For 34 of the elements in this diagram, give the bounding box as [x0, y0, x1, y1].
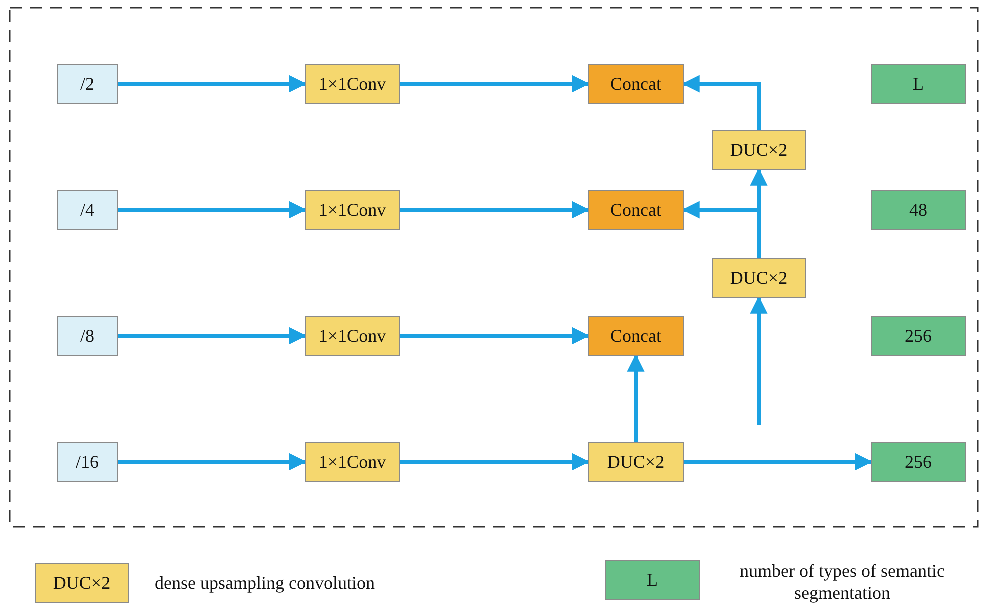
- legend-text: number of types of semantic segmentation: [739, 560, 946, 604]
- arrow: [627, 354, 645, 442]
- arrow: [682, 75, 761, 130]
- arrow: [400, 75, 590, 93]
- concat-box: Concat: [588, 64, 684, 104]
- output-box: L: [871, 64, 966, 104]
- arrow: [118, 75, 307, 93]
- legend-text: dense upsampling convolution: [155, 572, 376, 594]
- arrow: [118, 201, 307, 219]
- process-box: 1×1Conv: [305, 442, 400, 482]
- scale-box: /2: [57, 64, 118, 104]
- concat-box: Concat: [588, 190, 684, 230]
- process-box: 1×1Conv: [305, 64, 400, 104]
- scale-box: /16: [57, 442, 118, 482]
- arrow: [118, 453, 307, 471]
- output-box: 48: [871, 190, 966, 230]
- process-box: DUC×2: [712, 258, 806, 298]
- process-box: DUC×2: [712, 130, 806, 170]
- process-box: 1×1Conv: [305, 190, 400, 230]
- output-box: 256: [871, 316, 966, 356]
- arrow: [750, 296, 768, 425]
- arrow: [400, 327, 590, 345]
- process-box: 1×1Conv: [305, 316, 400, 356]
- legend-swatch: L: [605, 560, 700, 600]
- arrow: [118, 327, 307, 345]
- scale-box: /8: [57, 316, 118, 356]
- output-box: 256: [871, 442, 966, 482]
- concat-box: Concat: [588, 316, 684, 356]
- process-box: DUC×2: [588, 442, 684, 482]
- arrow: [400, 453, 590, 471]
- legend-swatch: DUC×2: [35, 563, 129, 603]
- arrow: [684, 453, 873, 471]
- scale-box: /4: [57, 190, 118, 230]
- arrow: [400, 201, 590, 219]
